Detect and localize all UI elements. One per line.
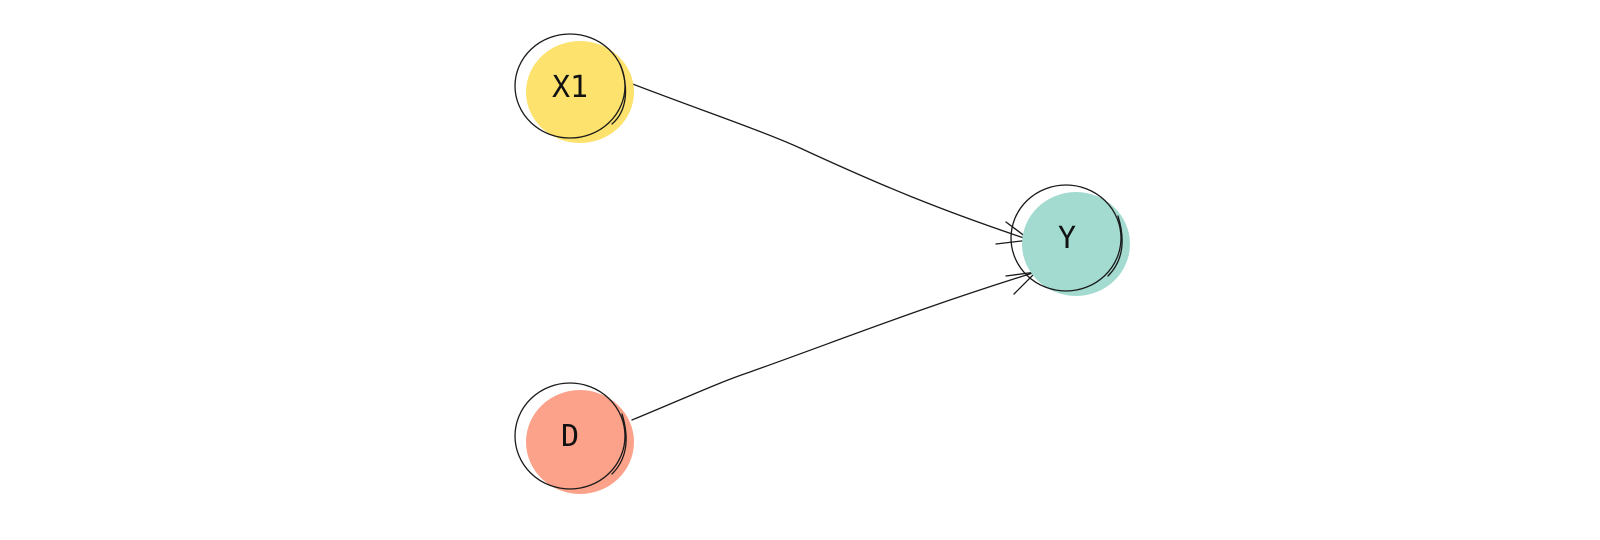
node-x1-outline-stroke (611, 63, 627, 125)
node-d[interactable]: D (514, 382, 634, 494)
edge-x1-to-y (621, 79, 1031, 245)
edge-d-y-arrowhead (1005, 271, 1037, 295)
node-y-fill (1022, 192, 1130, 296)
edge-d-y-line (631, 271, 1037, 421)
node-y-label: Y (1058, 221, 1076, 256)
node-x1-fill (526, 41, 634, 143)
node-d-outline (514, 382, 626, 490)
node-d-outline-stroke (611, 413, 627, 475)
node-y[interactable]: Y (1010, 184, 1130, 296)
edge-d-to-y (631, 271, 1037, 421)
node-x1[interactable]: X1 (514, 33, 634, 143)
node-y-outline-stroke (1107, 215, 1123, 277)
node-y-outline (1010, 184, 1122, 292)
node-d-fill (526, 390, 634, 494)
edge-x1-y-line (621, 79, 1031, 241)
node-d-label: D (561, 419, 579, 454)
node-x1-label: X1 (552, 70, 588, 105)
